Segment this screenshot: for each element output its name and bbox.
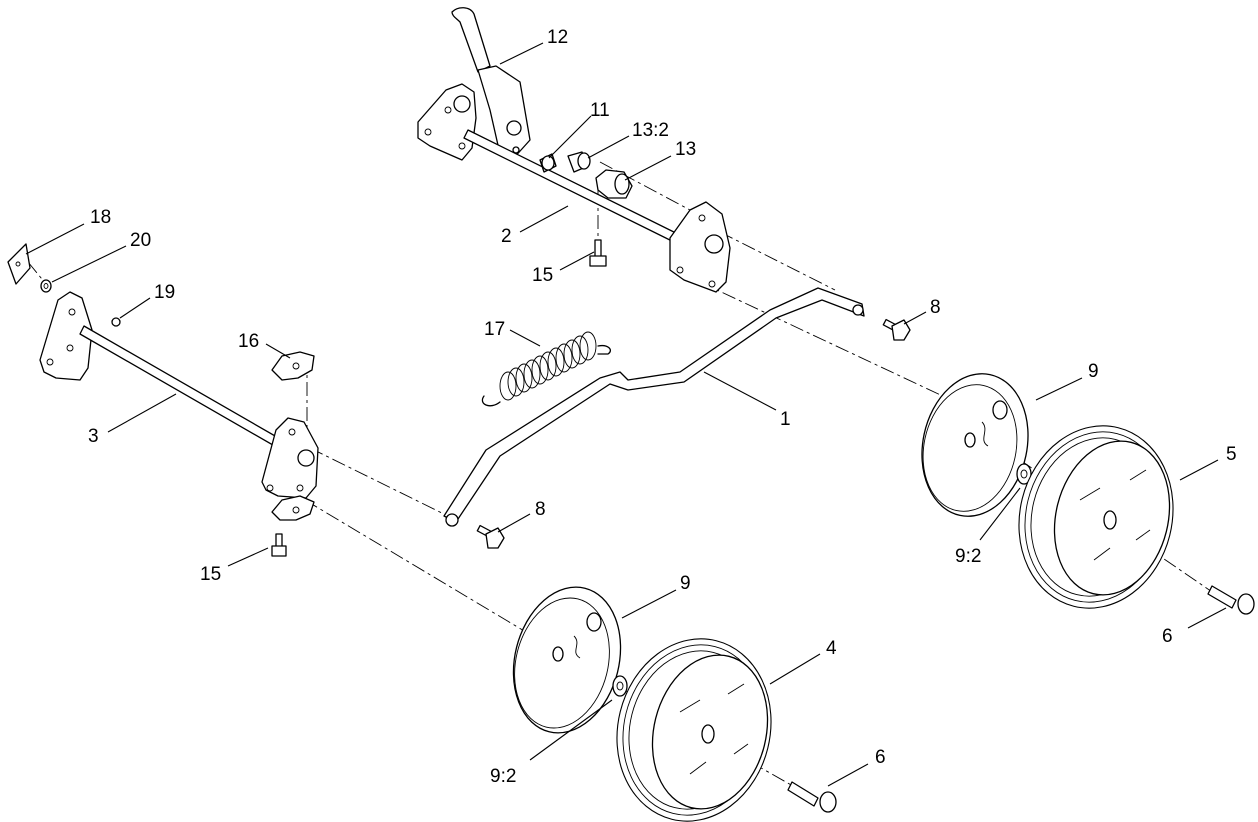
callout-labels: 12 11 13:2 13 2 15 18 20 19 16 17 8 9 1 … (88, 27, 1237, 787)
callout-8-left: 8 (535, 499, 546, 520)
wheel-left-part (616, 638, 772, 822)
axle-bolt-left-part (787, 781, 837, 813)
lower-axle-part (39, 291, 319, 499)
callout-3: 3 (88, 426, 99, 447)
callout-5: 5 (1226, 444, 1237, 465)
washer-part-20 (40, 279, 52, 293)
callout-15-left: 15 (200, 564, 221, 585)
bushing-parts (539, 151, 633, 199)
upper-axle-part (417, 83, 731, 293)
bracket-part-16 (271, 351, 315, 381)
leader-lines (25, 42, 1227, 787)
callout-2: 2 (501, 226, 512, 247)
handle-lever-part (451, 7, 531, 161)
hubcap-disk-left-part (512, 586, 622, 734)
callout-18: 18 (90, 207, 111, 228)
clip-part-18 (7, 243, 31, 285)
axle-bolt-right-part (1207, 585, 1255, 615)
bolt-part-8-right (882, 318, 911, 341)
callout-16: 16 (238, 331, 259, 352)
callout-9-2-right: 9:2 (955, 546, 981, 567)
callout-9-left: 9 (680, 573, 691, 594)
callout-6-right: 6 (1162, 626, 1173, 647)
callout-6-left: 6 (875, 747, 886, 768)
callout-4: 4 (826, 638, 837, 659)
callout-1: 1 (780, 409, 791, 430)
callout-12: 12 (547, 27, 568, 48)
callout-13: 13 (675, 139, 696, 160)
bolt-part-8-left (476, 524, 505, 549)
callout-17: 17 (484, 319, 505, 340)
hubcap-disk-right-part (921, 373, 1029, 517)
callout-19: 19 (154, 282, 175, 303)
callout-9-right: 9 (1088, 361, 1099, 382)
spring-part-17 (481, 331, 612, 407)
callout-11: 11 (590, 100, 610, 121)
washer-left-part (612, 675, 628, 697)
callout-15-top: 15 (532, 265, 553, 286)
bolt-top-part (589, 239, 607, 267)
bracket-bottom-part (271, 495, 315, 521)
callout-20: 20 (130, 230, 151, 251)
callout-8-right: 8 (930, 297, 941, 318)
wheel-right-part (1018, 425, 1174, 609)
bolt-left-part (271, 533, 287, 557)
callout-13-2: 13:2 (632, 120, 669, 141)
link-bar-part-1 (443, 287, 865, 527)
callout-9-2-left: 9:2 (490, 766, 516, 787)
